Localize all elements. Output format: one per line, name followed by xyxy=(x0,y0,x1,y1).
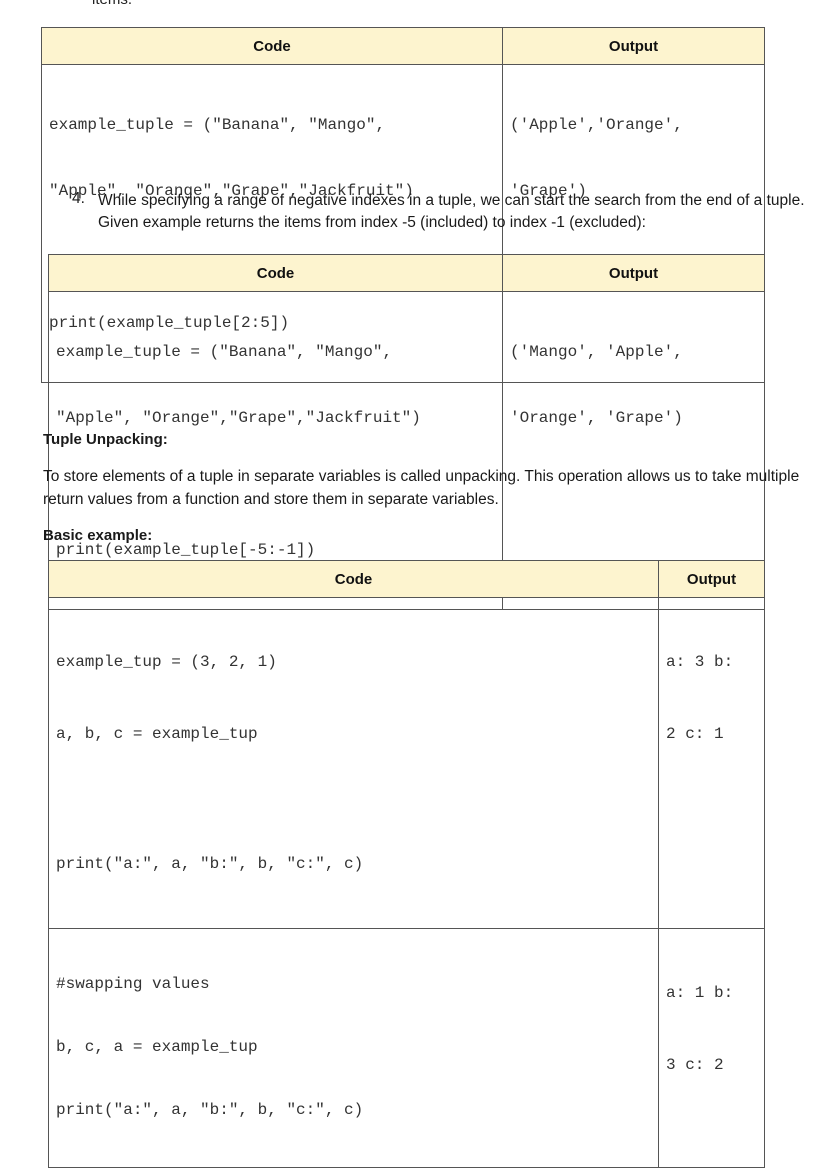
code-column-header: Code xyxy=(48,560,659,598)
clipped-previous-text: items. xyxy=(92,0,132,8)
code-line: print(example_tuple[-5:-1]) xyxy=(56,541,316,559)
code-line: "Apple", "Orange","Grape","Jackfruit") xyxy=(56,409,421,427)
output-line: 'Orange', 'Grape') xyxy=(510,409,683,427)
code-line: example_tup = (3, 2, 1) xyxy=(56,653,277,671)
code-line: #swapping values xyxy=(56,975,210,993)
code-line: example_tuple = ("Banana", "Mango", xyxy=(56,343,393,361)
output-cell: a: 1 b: 3 c: 2 xyxy=(658,928,765,1168)
code-line: a, b, c = example_tup xyxy=(56,725,258,743)
output-line: 2 c: 1 xyxy=(666,725,724,743)
code-table-negative-slice: Code Output example_tuple = ("Banana", "… xyxy=(48,254,765,610)
list-item-number: 4. xyxy=(72,190,85,207)
code-column-header: Code xyxy=(48,254,503,292)
section-paragraph: To store elements of a tuple in separate… xyxy=(43,468,800,508)
section-heading: Tuple Unpacking: xyxy=(43,431,168,448)
output-line: 'Grape') xyxy=(510,182,587,200)
output-line: a: 1 b: xyxy=(666,984,734,1002)
output-line: ('Apple','Orange', xyxy=(510,116,683,134)
code-line: example_tuple = ("Banana", "Mango", xyxy=(49,116,386,134)
output-column-header: Output xyxy=(658,560,765,598)
output-column-header: Output xyxy=(502,254,765,292)
code-cell: #swapping values b, c, a = example_tup p… xyxy=(48,928,659,1168)
code-cell: example_tuple = ("Banana", "Mango", "App… xyxy=(48,291,503,610)
list-item-text: While specifying a range of negative ind… xyxy=(98,192,805,231)
code-line: print("a:", a, "b:", b, "c:", c) xyxy=(56,1101,364,1119)
output-line: 3 c: 2 xyxy=(666,1056,724,1074)
output-column-header: Output xyxy=(502,27,765,65)
code-line: b, c, a = example_tup xyxy=(56,1038,258,1056)
output-cell: ('Mango', 'Apple', 'Orange', 'Grape') xyxy=(502,291,765,610)
code-line: print("a:", a, "b:", b, "c:", c) xyxy=(56,855,364,873)
code-line xyxy=(56,794,651,804)
subsection-heading: Basic example: xyxy=(43,527,153,544)
code-line: "Apple", "Orange","Grape","Jackfruit") xyxy=(49,182,414,200)
code-table-unpacking: Code Output example_tup = (3, 2, 1) a, b… xyxy=(48,560,765,1168)
code-cell: example_tup = (3, 2, 1) a, b, c = exampl… xyxy=(48,597,659,929)
output-cell: a: 3 b: 2 c: 1 xyxy=(658,597,765,929)
code-column-header: Code xyxy=(41,27,503,65)
output-line: ('Mango', 'Apple', xyxy=(510,343,683,361)
output-line: a: 3 b: xyxy=(666,653,734,671)
